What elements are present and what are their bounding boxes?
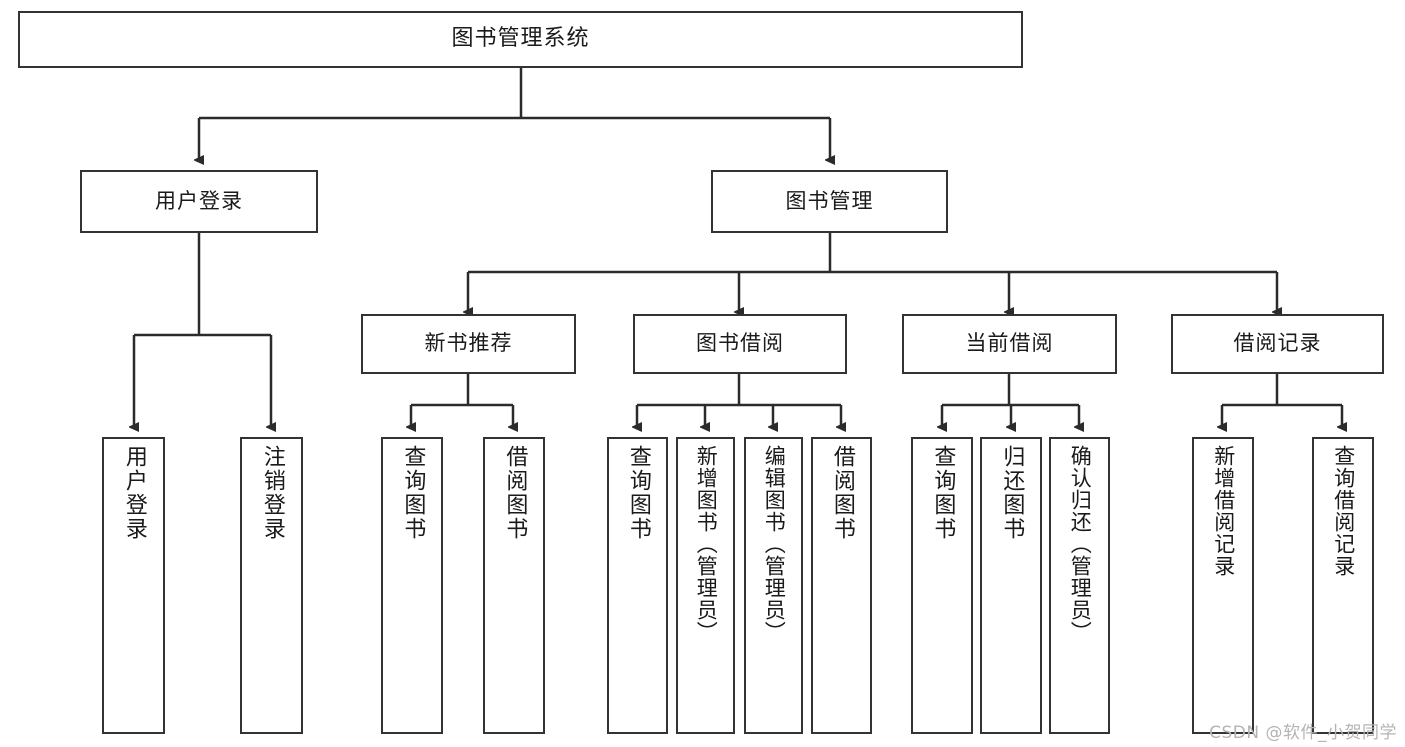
node-leaf-add-book[interactable]: 新增图书（管理员） — [676, 437, 735, 734]
node-leaf-query-book-2[interactable]: 查询图书 — [607, 437, 668, 734]
node-leaf-user-login[interactable]: 用户登录 — [102, 437, 165, 734]
node-leaf-borrow-book-1[interactable]: 借阅图书 — [483, 437, 545, 734]
node-leaf-query-book-1-label: 查询图书 — [400, 445, 426, 541]
node-leaf-borrow-book-2-label: 借阅图书 — [829, 445, 855, 541]
node-leaf-return-book-label: 归还图书 — [999, 445, 1025, 541]
node-leaf-edit-book[interactable]: 编辑图书（管理员） — [744, 437, 803, 734]
node-book-management[interactable]: 图书管理 — [711, 170, 948, 233]
node-leaf-add-book-label: 新增图书（管理员） — [694, 445, 719, 643]
node-leaf-query-book-2-label: 查询图书 — [625, 445, 651, 541]
node-leaf-confirm-return-label: 确认归还（管理员） — [1068, 445, 1093, 643]
node-leaf-borrow-book-2[interactable]: 借阅图书 — [811, 437, 872, 734]
node-book-management-label: 图书管理 — [785, 188, 874, 213]
node-current-borrow[interactable]: 当前借阅 — [902, 314, 1117, 374]
node-current-borrow-label: 当前借阅 — [965, 331, 1054, 356]
node-leaf-return-book[interactable]: 归还图书 — [980, 437, 1042, 734]
node-leaf-user-logout[interactable]: 注销登录 — [240, 437, 303, 734]
node-leaf-edit-book-label: 编辑图书（管理员） — [762, 445, 787, 643]
node-new-book-recommendation[interactable]: 新书推荐 — [361, 314, 576, 374]
node-leaf-query-borrow-record[interactable]: 查询借阅记录 — [1312, 437, 1374, 734]
node-borrow-record-label: 借阅记录 — [1233, 331, 1322, 356]
node-user-login[interactable]: 用户登录 — [80, 170, 318, 233]
node-leaf-query-book-3[interactable]: 查询图书 — [911, 437, 973, 734]
node-book-borrow[interactable]: 图书借阅 — [633, 314, 847, 374]
node-book-borrow-label: 图书借阅 — [696, 331, 784, 356]
node-leaf-user-login-label: 用户登录 — [121, 445, 147, 541]
node-leaf-query-borrow-record-label: 查询借阅记录 — [1331, 445, 1356, 577]
node-leaf-confirm-return[interactable]: 确认归还（管理员） — [1049, 437, 1110, 734]
node-borrow-record[interactable]: 借阅记录 — [1171, 314, 1384, 374]
node-leaf-query-book-1[interactable]: 查询图书 — [381, 437, 443, 734]
csdn-watermark: CSDN @软件_小贺同学 — [1209, 723, 1397, 743]
node-new-book-recommendation-label: 新书推荐 — [424, 331, 513, 356]
node-leaf-add-borrow-record-label: 新增借阅记录 — [1211, 445, 1236, 577]
node-leaf-user-logout-label: 注销登录 — [259, 445, 285, 541]
node-user-login-label: 用户登录 — [155, 188, 243, 213]
node-root-book-management-system[interactable]: 图书管理系统 — [18, 11, 1023, 68]
node-root-label: 图书管理系统 — [451, 26, 590, 52]
node-leaf-query-book-3-label: 查询图书 — [930, 445, 956, 541]
node-leaf-borrow-book-1-label: 借阅图书 — [502, 445, 528, 541]
node-leaf-add-borrow-record[interactable]: 新增借阅记录 — [1192, 437, 1254, 734]
